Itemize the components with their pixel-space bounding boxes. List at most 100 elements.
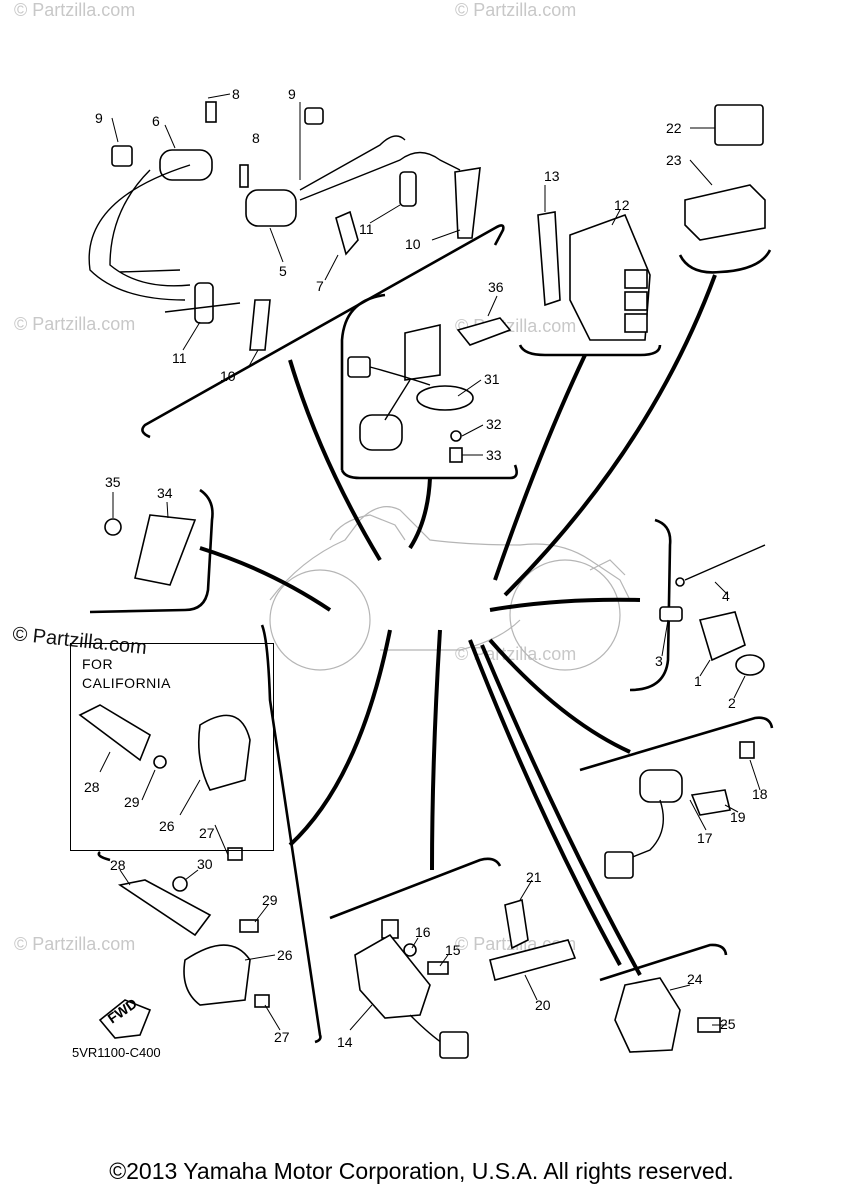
ignition-coil-5 bbox=[245, 189, 297, 227]
callout: 36 bbox=[488, 279, 504, 295]
bolt-3 bbox=[659, 606, 683, 622]
callout: 29 bbox=[262, 892, 278, 908]
coil-cap-9 bbox=[111, 145, 133, 167]
callout: 19 bbox=[730, 809, 746, 825]
plug-cap-10b bbox=[249, 299, 271, 351]
callout: 32 bbox=[486, 416, 502, 432]
band-13 bbox=[537, 211, 561, 307]
connector bbox=[347, 356, 371, 378]
california-box-line1: FOR bbox=[82, 656, 114, 672]
callout: 35 bbox=[105, 474, 121, 490]
callout: 5 bbox=[279, 263, 287, 279]
callout: 22 bbox=[666, 120, 682, 136]
callout: 27 bbox=[274, 1029, 290, 1045]
sender-ecu-group bbox=[347, 104, 766, 463]
callout: 29 bbox=[124, 794, 140, 810]
washer-29a bbox=[153, 755, 167, 769]
horn-24 bbox=[614, 977, 681, 1053]
stud-20 bbox=[489, 939, 577, 981]
clamp-7 bbox=[335, 210, 359, 256]
ecu-port bbox=[624, 291, 648, 311]
callout: 6 bbox=[152, 113, 160, 129]
nut-35 bbox=[104, 518, 122, 536]
callout: 1 bbox=[694, 673, 702, 689]
watermark: © Partzilla.com bbox=[455, 0, 576, 20]
diagram-code: 5VR1100-C400 bbox=[72, 1045, 161, 1060]
connector-cables bbox=[199, 274, 717, 976]
bolt-8-lower bbox=[239, 164, 249, 188]
nut-30 bbox=[172, 876, 188, 892]
california-box-line2: CALIFORNIA bbox=[82, 675, 172, 691]
callout: 23 bbox=[666, 152, 682, 168]
callout: 21 bbox=[526, 869, 542, 885]
relay-holder-23 bbox=[684, 184, 766, 241]
connector-17 bbox=[604, 851, 634, 879]
plug-cap-10 bbox=[454, 167, 481, 239]
callout: 27 bbox=[199, 825, 215, 841]
callout: 7 bbox=[316, 278, 324, 294]
callout: 16 bbox=[415, 924, 431, 940]
panel-outlines bbox=[89, 224, 774, 1044]
callout: 17 bbox=[697, 830, 713, 846]
oring-2 bbox=[735, 654, 765, 676]
starter-group bbox=[349, 879, 727, 1059]
callout: 15 bbox=[445, 942, 461, 958]
callout: 8 bbox=[252, 130, 260, 146]
bolt-18 bbox=[739, 741, 755, 759]
callout: 9 bbox=[288, 86, 296, 102]
ecu-port bbox=[624, 269, 648, 289]
callout: 10 bbox=[405, 236, 421, 252]
callout: 20 bbox=[535, 997, 551, 1013]
callout: 12 bbox=[614, 197, 630, 213]
fwd-arrow bbox=[98, 999, 152, 1039]
callout: 2 bbox=[728, 695, 736, 711]
sensor-17 bbox=[639, 769, 683, 803]
reflector-group bbox=[104, 492, 197, 586]
copyright-footer: ©2013 Yamaha Motor Corporation, U.S.A. A… bbox=[109, 1158, 734, 1184]
sender-flange-31 bbox=[416, 385, 474, 411]
screw-33 bbox=[449, 447, 463, 463]
callout: 14 bbox=[337, 1034, 353, 1050]
callout: 28 bbox=[84, 779, 100, 795]
bracket-19 bbox=[690, 789, 731, 816]
washer-32 bbox=[450, 430, 462, 442]
plug-cap-11b bbox=[194, 282, 214, 324]
callout: 11 bbox=[359, 221, 374, 237]
ecu-port bbox=[624, 313, 648, 333]
california-box bbox=[70, 643, 274, 851]
relay-22 bbox=[714, 104, 764, 146]
callout: 33 bbox=[486, 447, 502, 463]
starter-14 bbox=[354, 933, 431, 1019]
callout-labels: 9 6 8 9 8 5 7 11 10 11 10 13 12 22 23 36… bbox=[84, 86, 768, 1050]
watermark: © Partzilla.com bbox=[14, 934, 135, 954]
switch-1 bbox=[698, 611, 746, 662]
callout: 31 bbox=[484, 371, 500, 387]
clamp-21 bbox=[504, 898, 529, 950]
callout: 28 bbox=[110, 857, 126, 873]
ignition-coil-group bbox=[88, 93, 481, 369]
coil-cap-9b bbox=[304, 107, 324, 125]
watermark: © Partzilla.com bbox=[14, 0, 135, 20]
callout: 26 bbox=[277, 947, 293, 963]
callout: 4 bbox=[722, 588, 730, 604]
horn-group bbox=[78, 704, 281, 1039]
bolt-8-upper bbox=[205, 101, 217, 123]
connector-14 bbox=[439, 1031, 469, 1059]
callout: 25 bbox=[720, 1016, 736, 1032]
speed-sensor-group bbox=[604, 741, 761, 879]
ignition-coil-6 bbox=[159, 149, 213, 181]
bolt-29b bbox=[239, 919, 259, 933]
bolt-15 bbox=[427, 961, 449, 975]
watermark: © Partzilla.com bbox=[14, 314, 135, 334]
reflector-34 bbox=[134, 514, 197, 586]
callout: 18 bbox=[752, 786, 768, 802]
sender-bracket bbox=[404, 323, 441, 381]
lead-4 bbox=[675, 577, 685, 587]
callout: 26 bbox=[159, 818, 175, 834]
callout: 8 bbox=[232, 86, 240, 102]
callout: 13 bbox=[544, 168, 560, 184]
callout: 24 bbox=[687, 971, 703, 987]
callout: 3 bbox=[655, 653, 663, 669]
callout: 30 bbox=[197, 856, 213, 872]
